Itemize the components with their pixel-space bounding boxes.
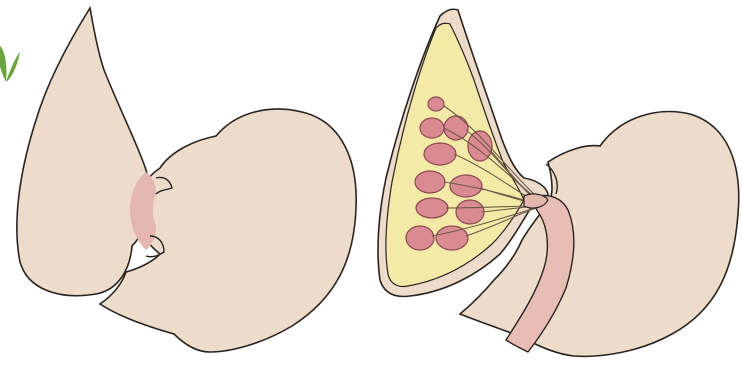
- lobule: [456, 200, 484, 224]
- lobule: [406, 226, 434, 250]
- lobule: [424, 143, 456, 165]
- lobule: [428, 97, 444, 111]
- lobule: [416, 198, 448, 218]
- lobule: [444, 116, 468, 140]
- lobule: [415, 171, 445, 193]
- lobule: [420, 118, 444, 138]
- lobule: [436, 226, 468, 250]
- cross-section-latch-view: [378, 9, 739, 356]
- check-mark-icon: [0, 40, 20, 82]
- breast: [17, 8, 149, 296]
- external-latch-view: [17, 8, 356, 352]
